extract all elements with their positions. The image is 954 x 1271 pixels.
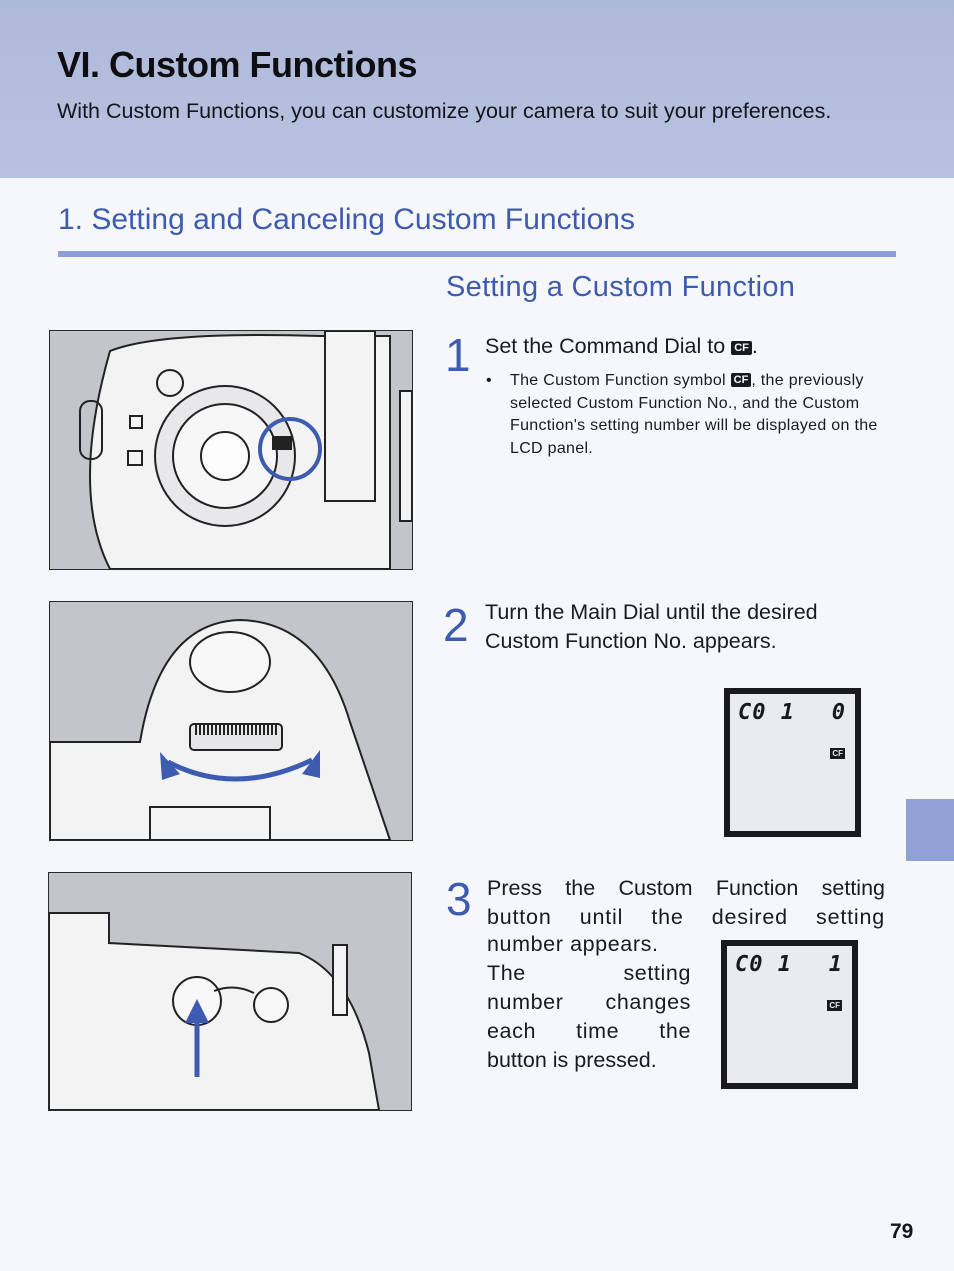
chapter-tab	[906, 799, 954, 861]
page-title: VI. Custom Functions	[57, 44, 418, 85]
lcd-cf-icon: CF	[830, 748, 845, 759]
lcd-setting-value: 1	[828, 952, 842, 977]
step-3-text: Press the Custom Function setting button…	[487, 874, 885, 932]
step-1-bullet-after: , the previously selected Custom Functio…	[510, 372, 878, 457]
cf-icon: CF	[731, 341, 752, 355]
lcd-function-code: C0 1	[738, 700, 795, 725]
lcd-setting-value: 0	[831, 700, 845, 725]
step-3-line-7: button is pressed.	[487, 1048, 657, 1072]
lcd-panel-step-2: C0 1 0 CF	[724, 688, 861, 837]
header-band	[0, 0, 954, 178]
intro-text: With Custom Functions, you can customize…	[57, 99, 832, 123]
step-1-bullet-before: The Custom Function symbol	[510, 372, 726, 389]
section-divider	[58, 251, 896, 257]
step-3-line-1: Press the Custom Function setting	[487, 876, 885, 900]
page-number: 79	[890, 1220, 914, 1243]
step-1-text-after: .	[751, 334, 758, 358]
lcd-panel-step-3: C0 1 1 CF	[721, 940, 858, 1089]
cf-icon: CF	[730, 373, 752, 387]
step-3-line-3: number appears.	[487, 932, 659, 956]
step-3-line-2: button until the desired setting	[487, 905, 885, 929]
lcd-function-code: C0 1	[735, 952, 792, 977]
step-3-line-5: number changes	[487, 990, 691, 1014]
cf-button-illustration	[48, 872, 412, 1111]
step-1-number: 1	[445, 329, 471, 381]
bullet-marker: •	[486, 372, 492, 389]
step-1-text: Set the Command Dial to CF.	[485, 332, 758, 361]
step-2-text: Turn the Main Dial until the desired Cus…	[485, 600, 818, 653]
step-3-number: 3	[446, 873, 472, 925]
step-1-text-before: Set the Command Dial to	[485, 334, 726, 358]
main-dial-illustration	[49, 601, 413, 841]
step-2-number: 2	[443, 599, 469, 651]
step-3-text-narrow: number appears. The setting number chang…	[487, 930, 691, 1075]
step-3-line-6: each time the	[487, 1019, 691, 1043]
command-dial-illustration	[49, 330, 413, 570]
step-1-bullet: • The Custom Function symbol CF, the pre…	[486, 370, 888, 460]
section-heading: 1. Setting and Canceling Custom Function…	[58, 203, 635, 236]
sub-heading: Setting a Custom Function	[446, 271, 796, 303]
lcd-cf-icon: CF	[827, 1000, 842, 1011]
step-3-line-4: The setting	[487, 961, 691, 985]
